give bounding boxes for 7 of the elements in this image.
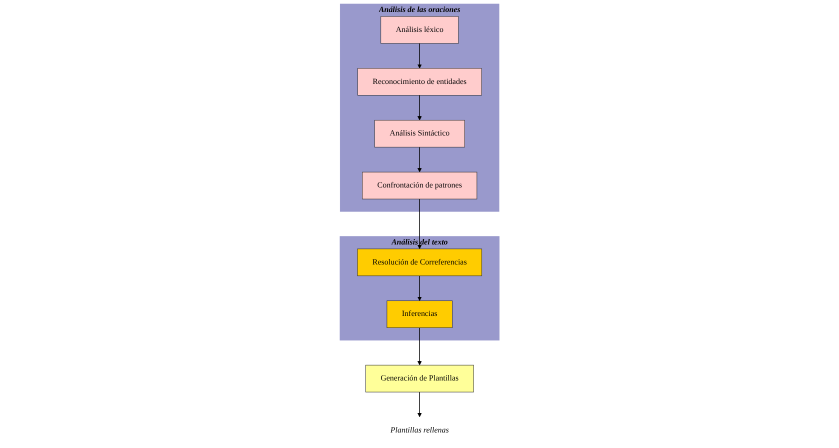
arrow (417, 146, 422, 172)
arrow (417, 276, 422, 301)
arrow (417, 94, 422, 120)
arrow (417, 43, 422, 69)
arrow (417, 327, 422, 366)
arrow (417, 392, 422, 418)
arrow (417, 198, 422, 250)
